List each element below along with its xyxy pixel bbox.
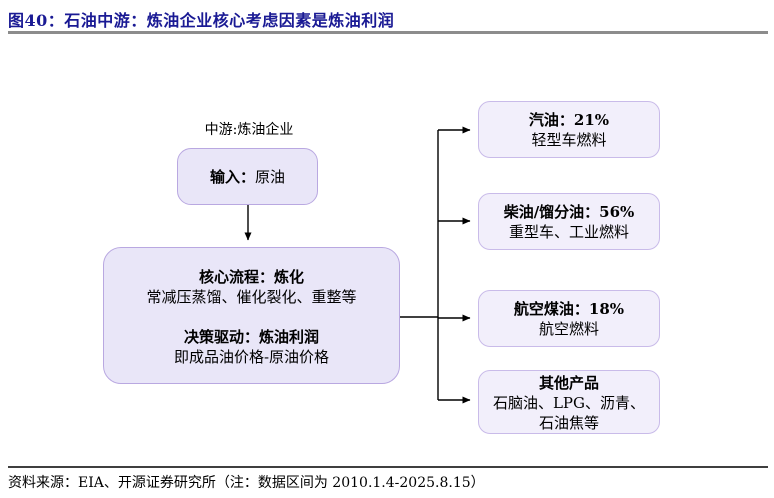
input-label-rest: 原油 <box>255 167 286 186</box>
output-gasoline-desc: 轻型车燃料 <box>531 131 607 149</box>
output-diesel-desc: 重型车、工业燃料 <box>508 223 629 241</box>
core-box-spacer <box>104 307 399 327</box>
footer-divider <box>8 466 768 468</box>
source-note: 资料来源：EIA、开源证券研究所（注：数据区间为 2010.1.4-2025.8… <box>8 475 485 491</box>
output-other-title: 其他产品 <box>538 374 599 392</box>
core-process-node: 核心流程：炼化 常减压蒸馏、催化裂化、重整等 决策驱动：炼油利润 即成品油价格-… <box>103 247 400 384</box>
output-node-other: 其他产品 石脑油、LPG、沥青、 石油焦等 <box>478 370 660 434</box>
input-node: 输入：原油 <box>177 148 318 205</box>
output-node-diesel: 柴油/馏分油：56% 重型车、工业燃料 <box>478 193 660 250</box>
output-other-desc: 石脑油、LPG、沥青、 <box>492 394 646 412</box>
figure-title: 图40：石油中游：炼油企业核心考虑因素是炼油利润 <box>8 11 395 30</box>
output-jetfuel-title: 航空煤油：18% <box>513 300 625 318</box>
stage-label: 中游:炼油企业 <box>204 122 294 138</box>
decision-driver-title: 决策驱动：炼油利润 <box>183 328 319 346</box>
input-label-bold: 输入： <box>209 167 255 186</box>
output-node-gasoline: 汽油：21% 轻型车燃料 <box>478 101 660 158</box>
output-jetfuel-desc: 航空燃料 <box>538 320 599 338</box>
output-other-desc2: 石油焦等 <box>538 414 599 432</box>
output-diesel-title: 柴油/馏分油：56% <box>503 203 635 221</box>
core-process-detail: 常减压蒸馏、催化裂化、重整等 <box>146 288 357 306</box>
output-gasoline-title: 汽油：21% <box>528 111 610 129</box>
core-process-title: 核心流程：炼化 <box>198 268 304 286</box>
output-node-jetfuel: 航空煤油：18% 航空燃料 <box>478 290 660 347</box>
title-divider <box>8 31 768 34</box>
input-node-label: 输入：原油 <box>210 167 285 187</box>
decision-driver-detail: 即成品油价格-原油价格 <box>173 348 330 366</box>
